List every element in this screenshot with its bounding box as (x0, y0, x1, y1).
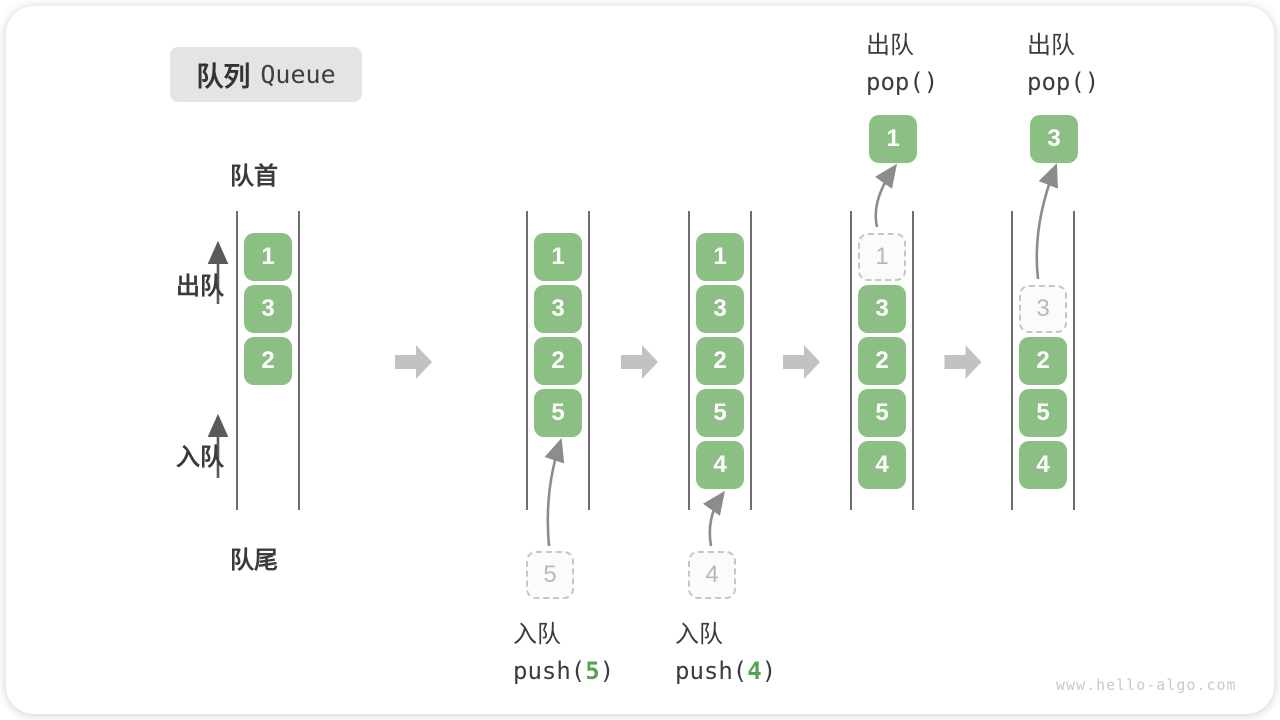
push-label-code: push(5) (513, 657, 615, 685)
push-label-zh: 入队 (513, 621, 561, 648)
queue-slot: 2 (244, 337, 292, 385)
watermark: www.hello-algo.com (1056, 676, 1237, 694)
push-label-code: push(4) (675, 657, 777, 685)
pop-label-zh: 出队 (866, 32, 914, 59)
title-en: Queue (260, 60, 336, 89)
queue-slot: 5 (696, 389, 744, 437)
popped-value-box: 3 (1030, 115, 1078, 163)
queue-slot: 3 (534, 285, 582, 333)
incoming-value-box: 5 (526, 551, 574, 599)
pop-label-zh: 出队 (1027, 32, 1075, 59)
queue-slot-dashed: 1 (858, 233, 906, 281)
pop-label-code: pop() (1027, 68, 1100, 96)
pop-arrow-icon (874, 163, 898, 228)
queue-slot: 3 (858, 285, 906, 333)
push-arg: 5 (585, 657, 600, 685)
queue-slot: 4 (696, 441, 744, 489)
queue-slot: 3 (244, 285, 292, 333)
queue-slot: 1 (244, 233, 292, 281)
queue-slot: 1 (534, 233, 582, 281)
queue-slot: 5 (858, 389, 906, 437)
push-arg: 4 (747, 657, 762, 685)
queue-slot: 2 (858, 337, 906, 385)
diagram-title: 队列 Queue (170, 47, 362, 102)
label-dequeue-side: 出队 (176, 273, 224, 300)
push-label: 入队 push(4) (675, 616, 776, 690)
queue-slot: 2 (1019, 337, 1067, 385)
queue-slot: 2 (696, 337, 744, 385)
queue-slot: 5 (1019, 389, 1067, 437)
queue-slot: 5 (534, 389, 582, 437)
push-arrow-icon (544, 438, 565, 547)
title-zh: 队列 (196, 62, 251, 92)
step-transition-arrow-icon (395, 345, 432, 379)
step-transition-arrow-icon (621, 345, 658, 379)
incoming-value-box: 4 (688, 551, 736, 599)
pop-label-code: pop() (866, 68, 939, 96)
label-queue-rear: 队尾 (230, 547, 278, 574)
push-label-zh: 入队 (675, 621, 723, 648)
queue-slot: 2 (534, 337, 582, 385)
step-transition-arrow-icon (944, 345, 982, 379)
push-label: 入队 push(5) (513, 616, 614, 690)
pop-arrow-icon (1035, 163, 1059, 280)
popped-value-box: 1 (869, 115, 917, 163)
pop-label: 出队 pop() (1027, 27, 1099, 101)
queue-slot: 1 (696, 233, 744, 281)
pop-label: 出队 pop() (866, 27, 938, 101)
queue-slot: 4 (1019, 441, 1067, 489)
push-arrow-icon (702, 490, 726, 547)
label-enqueue-side: 入队 (176, 444, 224, 471)
queue-slot-dashed: 3 (1019, 285, 1067, 333)
queue-slot: 4 (858, 441, 906, 489)
step-transition-arrow-icon (783, 345, 820, 379)
label-queue-front: 队首 (230, 163, 278, 190)
queue-slot: 3 (696, 285, 744, 333)
